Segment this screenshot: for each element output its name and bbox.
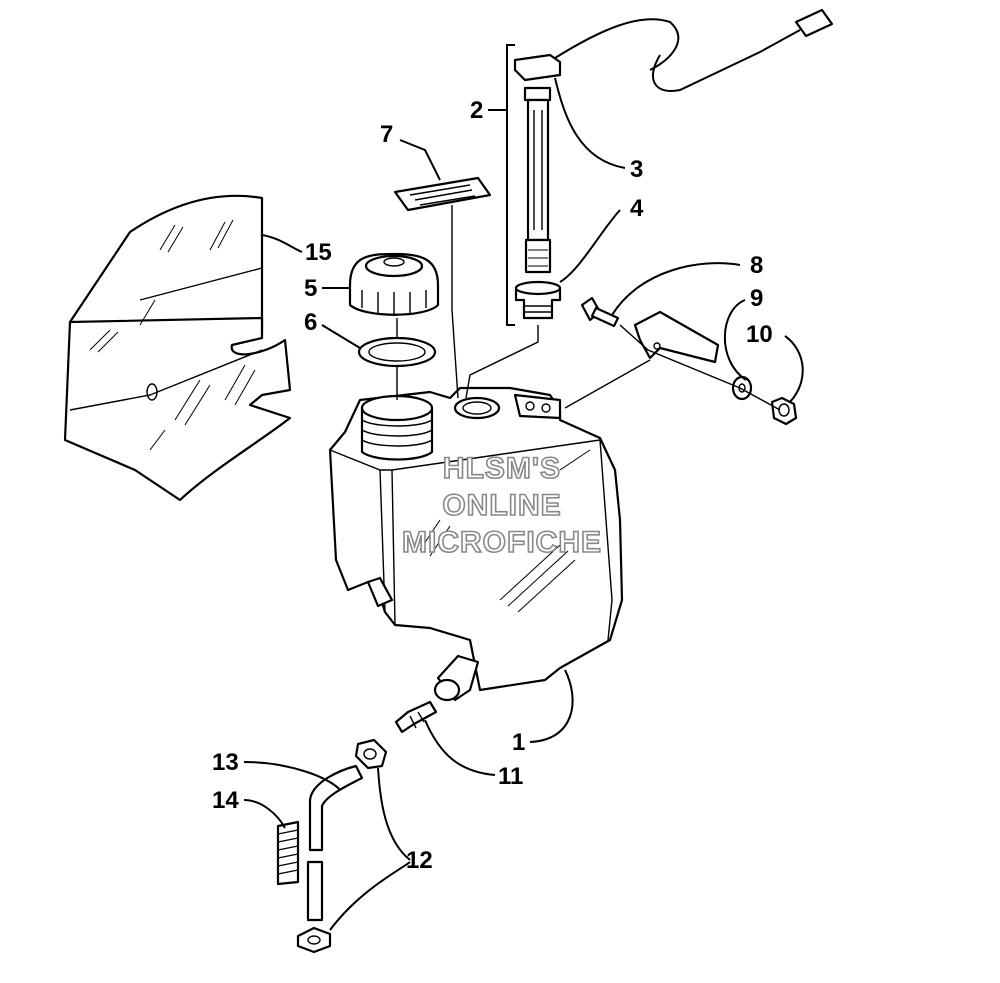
callout-1: 1: [512, 729, 525, 756]
part-3-sender: [513, 8, 834, 274]
callouts: 1 2 3 4 5 6 7 8 9 10 11 12 13 14 15: [212, 97, 773, 874]
watermark-line-3: MICROFICHE: [402, 526, 602, 559]
part-4-grommet: [514, 280, 562, 320]
part-7-label: [393, 176, 492, 212]
callout-9: 9: [750, 285, 763, 312]
callout-10: 10: [746, 321, 773, 348]
callout-2: 2: [470, 97, 483, 124]
callout-11: 11: [498, 763, 523, 790]
watermark-line-2: ONLINE: [442, 489, 561, 522]
callout-6: 6: [304, 309, 317, 336]
leader-lines: [243, 44, 804, 931]
part-11-fitting: [394, 700, 438, 734]
part-6-gasket: [357, 336, 437, 368]
callout-5: 5: [304, 275, 317, 302]
callout-3: 3: [630, 156, 643, 183]
watermark-line-1: HLSM'S: [443, 452, 561, 485]
callout-15: 15: [305, 239, 332, 266]
part-9-washer: [731, 375, 753, 401]
callout-14: 14: [212, 787, 239, 814]
part-1-tank: [328, 386, 624, 702]
part-12-clamp: [296, 738, 388, 954]
callout-8: 8: [750, 252, 763, 279]
part-8-bolt: [580, 296, 720, 364]
callout-7: 7: [380, 121, 393, 148]
part-14-spring: [276, 820, 300, 886]
part-10-nut: [770, 396, 798, 426]
part-13-hose: [306, 764, 364, 922]
callout-13: 13: [212, 749, 239, 776]
part-15-shield: [63, 194, 292, 502]
callout-4: 4: [630, 195, 644, 222]
part-5-cap: [348, 252, 440, 316]
callout-12: 12: [406, 847, 433, 874]
watermark: HLSM'S ONLINE MICROFICHE: [401, 451, 602, 560]
